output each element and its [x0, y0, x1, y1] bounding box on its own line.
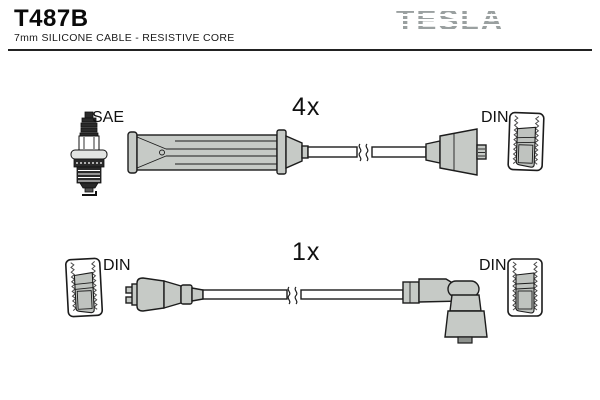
cable-4x-drawing — [127, 128, 487, 176]
tesla-brand-logo: TESLA — [396, 4, 505, 37]
quantity-label-bottom: 1x — [292, 238, 321, 266]
din-end-label-bottom-right: DIN — [479, 257, 507, 274]
quantity-label-top: 4x — [292, 93, 321, 121]
cable-spec-subtitle: 7mm SILICONE CABLE - RESISTIVE CORE — [14, 32, 235, 44]
din-connector-icon — [507, 111, 545, 172]
din-end-label-bottom-left: DIN — [103, 257, 131, 274]
spark-plug-icon — [70, 111, 108, 196]
part-number: T487B — [14, 5, 89, 32]
sae-end-label: SAE — [92, 109, 125, 126]
din-connector-icon — [507, 258, 543, 317]
header-divider — [8, 49, 592, 51]
din-connector-icon — [64, 257, 104, 318]
din-end-label-top: DIN — [481, 109, 509, 126]
cable-1x-drawing — [125, 277, 488, 344]
